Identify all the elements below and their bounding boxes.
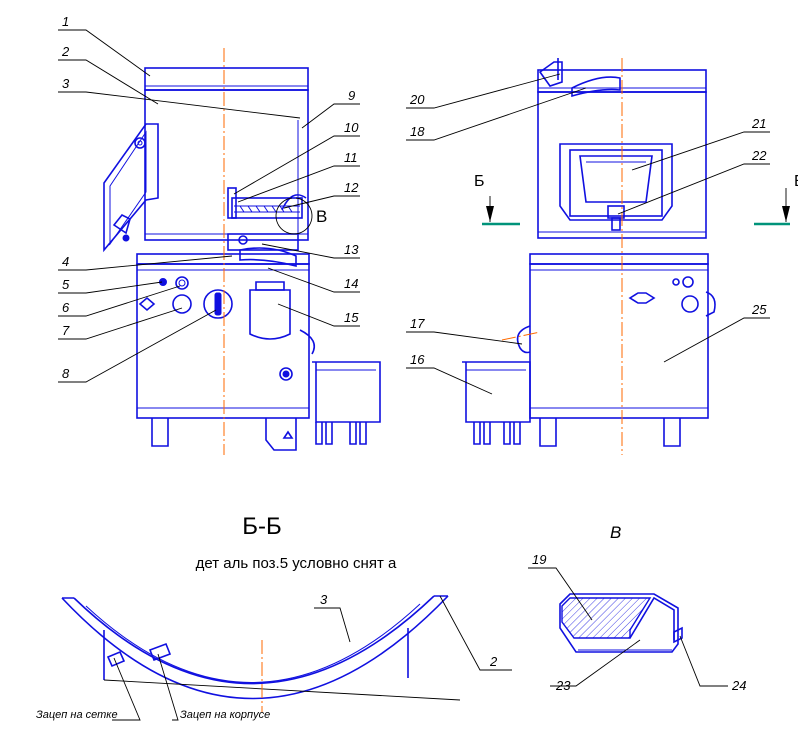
callout-2: 2	[61, 44, 70, 59]
section-subtitle: дет аль поз.5 условно снят а	[196, 555, 397, 572]
selector-knob	[203, 289, 233, 319]
lid	[144, 67, 309, 91]
callout-20: 20	[409, 92, 425, 107]
detail-title: В	[610, 523, 621, 542]
waste-trap	[249, 289, 291, 340]
callout-1: 1	[62, 14, 69, 29]
chamber-body	[144, 89, 309, 241]
callout-23: 23	[555, 678, 571, 693]
view-marker-b-left: Б	[474, 173, 485, 190]
section-b-b	[61, 595, 461, 712]
detail-body	[559, 593, 679, 653]
callout-13: 13	[344, 242, 359, 257]
hatched-seal	[561, 597, 652, 639]
callout-24: 24	[731, 678, 746, 693]
callout-18: 18	[410, 124, 425, 139]
side-view	[103, 48, 381, 455]
callout-16: 16	[410, 352, 425, 367]
callout-6: 6	[62, 300, 70, 315]
callout-labels: 1 2 3 4 5 6 7 8 9 10 11 12 13 14 15 16 1…	[61, 14, 767, 693]
callout-14: 14	[344, 276, 358, 291]
callout-9: 9	[348, 88, 355, 103]
callout-11: 11	[344, 150, 358, 165]
leader-lines	[58, 29, 770, 721]
window-frame	[559, 143, 673, 221]
collection-tray	[312, 361, 381, 423]
callout-8: 8	[62, 366, 70, 381]
detail-v	[559, 593, 683, 653]
callout-4: 4	[62, 254, 69, 269]
front-view	[462, 58, 790, 455]
base-front	[529, 263, 709, 419]
callout-19: 19	[532, 552, 546, 567]
detail-marker-v: В	[316, 207, 327, 226]
callout-2-section: 2	[489, 654, 498, 669]
callout-22: 22	[751, 148, 767, 163]
section-title: Б-Б	[242, 513, 282, 540]
callout-3-section: 3	[320, 592, 328, 607]
callout-12: 12	[344, 180, 359, 195]
note-hook-on-body: Зацеп на корпусе	[180, 709, 270, 721]
callout-15: 15	[344, 310, 359, 325]
loading-door	[103, 123, 159, 253]
callout-3: 3	[62, 76, 70, 91]
view-marker-b-right: Б	[794, 173, 798, 190]
callout-5: 5	[62, 277, 70, 292]
callout-10: 10	[344, 120, 359, 135]
mesh-arc	[61, 595, 449, 700]
callout-7: 7	[62, 323, 70, 338]
base-body	[136, 263, 310, 419]
note-hook-on-mesh: Зацеп на сетке	[36, 709, 118, 721]
callout-17: 17	[410, 316, 425, 331]
callout-21: 21	[751, 116, 766, 131]
callout-25: 25	[751, 302, 767, 317]
